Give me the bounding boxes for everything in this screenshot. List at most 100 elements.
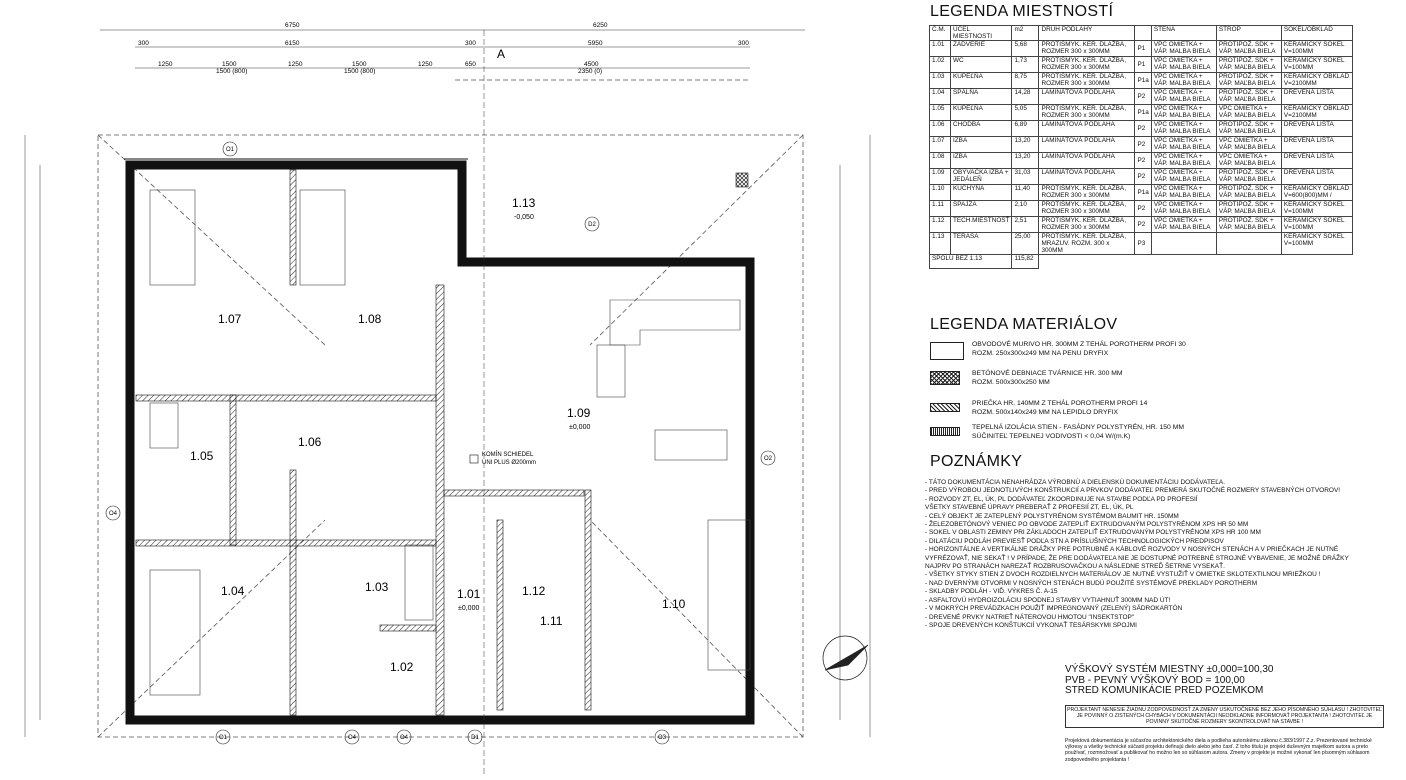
material-text: ROZM. 250x300x249 MM NA PENU DRYFIX: [972, 350, 1109, 357]
col-header: m2: [1011, 25, 1040, 41]
room-label: 1.01: [457, 587, 481, 601]
table-cell: 1.06: [929, 120, 951, 137]
table-cell: 25,00: [1011, 232, 1040, 255]
table-cell: VPC OMIETKA + VÁP. MAĽBA BIELA: [1215, 136, 1282, 153]
roof-outline: [97, 79, 804, 738]
table-cell: 1.02: [929, 56, 951, 73]
dim-text: 300: [138, 40, 149, 47]
table-cell: LAMINÁTOVÁ PODLAHA: [1038, 88, 1136, 105]
material-swatch-insulation: [930, 427, 960, 436]
furniture: [149, 189, 751, 696]
table-cell: DREVENÁ LIŠTA: [1280, 88, 1353, 105]
axis-bubbles: [105, 141, 776, 745]
table-cell: OBÝVAČKA IZBA + JEDÁLEŇ: [949, 168, 1013, 185]
table-cell: 1,73: [1011, 56, 1040, 73]
table-cell: KERAMICKÝ OBKLAD V=2100MM: [1280, 104, 1353, 121]
table-cell: VPC OMIETKA + VÁP. MALBA BIELA: [1150, 168, 1217, 185]
table-cell: 1.01: [929, 40, 951, 57]
table-cell: P2: [1134, 168, 1152, 185]
table-cell: 2,10: [1011, 200, 1040, 217]
col-header: SOKEL/OBKLAD: [1280, 25, 1353, 41]
table-cell: PROTIŠMYK. KER. DLAŽBA, ROZMER 300 x 300…: [1038, 72, 1136, 89]
table-cell: 8,75: [1011, 72, 1040, 89]
table-cell: PROTIPOŽ. SDK + VÁP. MAĽBA BIELA: [1215, 120, 1282, 137]
material-swatch-diagonal: [930, 403, 960, 412]
table-cell: KERAMICKÝ SOKEL V=100MM: [1280, 216, 1353, 233]
liability-warning: PROJEKTANT NENESIE ŽIADNU ZODPOVEDNOSŤ Z…: [1065, 705, 1384, 728]
dim-text: 4500: [584, 61, 599, 68]
dim-text: 5950: [588, 40, 603, 47]
col-header: STENA: [1150, 25, 1217, 41]
table-cell: CHODBA: [949, 120, 1013, 137]
material-text: SÚČINITEĽ TEPELNEJ VODIVOSTI < 0,04 W/(m…: [972, 433, 1131, 440]
dim-text: 6150: [285, 40, 300, 47]
table-cell: VPC OMIETKA + VÁP. MALBA BIELA: [1150, 104, 1217, 121]
table-cell: PROTIPOŽ. SDK + VÁP. MAĽBA BIELA: [1215, 56, 1282, 73]
table-cell: P2: [1134, 120, 1152, 137]
note-line: - SKLADBY PODLÁH - VIĎ. VÝKRES Č. A-15: [925, 588, 1058, 596]
room-label: 1.11: [540, 614, 563, 628]
note-line: - NAD DVERNÝMI OTVORMI V NOSNÝCH STENÁCH…: [925, 579, 1258, 587]
axis-label: O2: [764, 456, 773, 462]
room-labels: 1.07 1.08 1.13 -0,050 1.09 ±0,000 1.06 1…: [190, 196, 686, 674]
table-cell: VPC OMIETKA + VÁP. MALBA BIELA: [1150, 200, 1217, 217]
table-cell: 1.04: [929, 88, 951, 105]
note-line: - PRED VÝROBOU JEDNOTLIVÝCH KONŠTRUKCIÍ …: [925, 487, 1341, 495]
notes-list: - TÁTO DOKUMENTÁCIA NENAHRÁDZA VÝROBNÚ A…: [925, 479, 1395, 630]
col-header: STROP: [1215, 25, 1282, 41]
table-cell: PROTIŠMYK. KER. DLAŽBA, ROZMER 300 x 300…: [1038, 200, 1136, 217]
table-cell: ŠPAJZA: [949, 200, 1013, 217]
dim-text: 1500 (800): [344, 68, 375, 75]
room-label: 1.09: [567, 406, 591, 420]
notes-title: POZNÁMKY: [930, 453, 1023, 470]
table-cell: 5,05: [1011, 104, 1040, 121]
table-cell: VPC OMIETKA + VÁP. MAĽBA BIELA: [1215, 104, 1282, 121]
dim-text: 6250: [593, 22, 608, 29]
axis-label: O4: [348, 735, 357, 741]
room-label: 1.13: [512, 196, 536, 210]
total-value: 115,82: [1011, 254, 1040, 269]
note-line: - VŠETKY STYKY STIEN Z DVOCH ROZDIELNYCH…: [925, 571, 1321, 579]
table-cell: VPC OMIETKA + VÁP. MALBA BIELA: [1150, 136, 1217, 153]
table-cell: PROTIPOŽ. SDK + VÁP. MAĽBA BIELA: [1215, 88, 1282, 105]
note-line: - ASFALTOVÚ HYDROIZOLÁCIU SPODNEJ STAVBY…: [925, 596, 1171, 604]
table-cell: KERAMICKÝ SOKEL V=100MM: [1280, 232, 1353, 255]
table-cell: P1: [1134, 56, 1152, 73]
table-cell: VPC OMIETKA + VÁP. MALBA BIELA: [1150, 40, 1217, 57]
note-line: - SOKEL V OBLASTI ZEMINY PRI ZÁKLADOCH Z…: [925, 529, 1261, 537]
room-label: 1.12: [522, 584, 546, 598]
material-text: BETÓNOVÉ DEBNIACE TVÁRNICE HR. 300 MM: [972, 370, 1123, 377]
table-cell: IZBA: [949, 152, 1013, 169]
table-cell: P1a: [1134, 184, 1152, 201]
table-cell: DREVENÁ LIŠTA: [1280, 136, 1353, 153]
table-cell: WC: [949, 56, 1013, 73]
material-text: ROZM. 500x140x249 MM NA LEPIDLO DRYFIX: [972, 409, 1119, 416]
legend-panel: LEGENDA MIESTNOSTÍ Č.M. ÚČEL MIESTNOSTI …: [925, 0, 1406, 775]
note-line: - DILATÁCIU PODLÁH PREVIESŤ PODĽA STN A …: [925, 537, 1224, 545]
table-cell: 1.11: [929, 200, 951, 217]
note-line: - SPOJE DREVENÝCH KONŠTUKCIÍ VYKONAŤ TES…: [925, 621, 1137, 629]
height-system: VÝŠKOVÝ SYSTÉM MIESTNY ±0,000=100,30 PVB…: [1065, 664, 1273, 697]
dim-text: 300: [465, 40, 476, 47]
material-swatch-crosshatch: [930, 371, 960, 385]
note-line: - TÁTO DOKUMENTÁCIA NENAHRÁDZA VÝROBNÚ A…: [925, 479, 1226, 486]
table-cell: 1.03: [929, 72, 951, 89]
table-cell: DREVENÁ LIŠTA: [1280, 168, 1353, 185]
partitions: [135, 169, 592, 716]
table-cell: 1.08: [929, 152, 951, 169]
table-cell: KERAMICKÝ OBKLAD V=600(800)MM /: [1280, 184, 1353, 201]
room-label: 1.07: [218, 312, 242, 326]
table-cell: PROTIŠMYK. KER. DLAŽBA, ROZMER 300 x 300…: [1038, 184, 1136, 201]
dim-text: 1500 (800): [216, 68, 247, 75]
material-text: PRIEČKA HR. 140MM Z TEHÁL POROTHERM PROF…: [972, 400, 1148, 407]
chimney-label: KOMÍN SCHIEDEL: [482, 451, 534, 458]
table-cell: P2: [1134, 88, 1152, 105]
rooms-table: Č.M. ÚČEL MIESTNOSTI m2 DRUH PODLAHY STE…: [928, 25, 1353, 269]
table-cell: 31,03: [1011, 168, 1040, 185]
room-level: ±0,000: [458, 605, 479, 612]
axis-label: D2: [588, 222, 596, 228]
